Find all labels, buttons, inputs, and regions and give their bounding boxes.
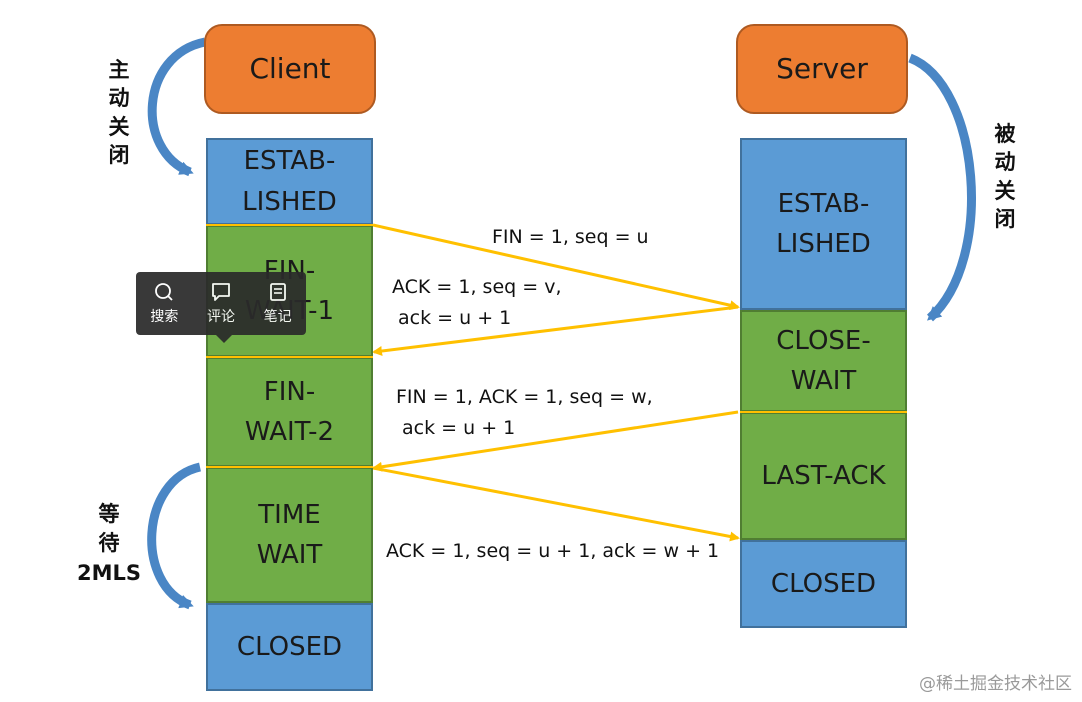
client-state-time-wait: TIME WAIT [206,467,373,603]
client-divider [206,224,373,226]
wait-2msl-label: 等 待 2MLS [76,502,141,585]
arrow-fin-1 [372,223,740,311]
arrow-ack-1 [372,305,739,356]
search-button-label: 搜索 [150,308,179,325]
client-divider [206,356,373,358]
note-button-label: 笔记 [263,308,292,325]
note-icon [269,282,286,301]
wait-2msl-curve-arrow [147,462,202,610]
active-close-label: 主动关闭 [108,58,130,168]
server-header: Server [736,24,908,114]
passive-close-label: 被动关闭 [994,122,1016,232]
server-state-last-ack: LAST-ACK [740,412,907,540]
client-divider [206,466,373,468]
selection-toolbar: 搜索 评论 笔记 [136,272,306,343]
comment-button[interactable]: 评论 [207,282,235,326]
search-button[interactable]: 搜索 [150,282,178,326]
message-fin-2: FIN = 1, ACK = 1, seq = w, ack = u + 1 [396,386,653,440]
client-state-fin-wait-2: FIN- WAIT-2 [206,357,373,467]
search-icon [155,282,173,301]
watermark: @稀土掘金技术社区 [919,674,1072,694]
server-state-established: ESTAB- LISHED [740,138,907,310]
server-state-close-wait: CLOSE- WAIT [740,310,907,412]
client-state-established: ESTAB- LISHED [206,138,373,225]
comment-icon [212,282,230,301]
comment-button-label: 评论 [206,308,235,325]
arrow-fin-2 [372,410,739,472]
passive-close-curve-arrow [908,53,976,322]
active-close-curve-arrow [147,37,207,177]
arrow-ack-2 [372,466,740,542]
note-button[interactable]: 笔记 [264,282,292,326]
message-ack-2: ACK = 1, seq = u + 1, ack = w + 1 [386,540,720,562]
server-divider [740,411,907,413]
message-fin-1: FIN = 1, seq = u [492,226,649,248]
client-header: Client [204,24,376,114]
server-state-closed: CLOSED [740,540,907,628]
client-state-closed: CLOSED [206,603,373,691]
message-ack-1: ACK = 1, seq = v, ack = u + 1 [392,276,562,330]
